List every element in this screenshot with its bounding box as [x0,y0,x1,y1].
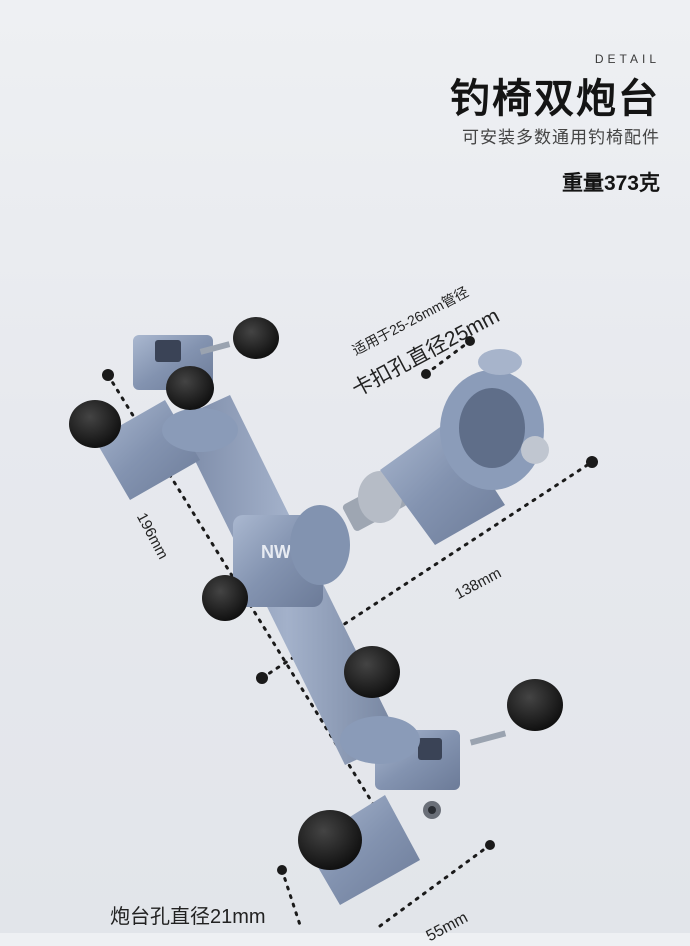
knob-icon [507,679,563,731]
svg-text:NW: NW [261,542,291,562]
pipe-clamp [342,349,549,545]
knob-icon [344,646,400,698]
mount-hole-label: 炮台孔直径21mm [110,906,266,928]
knob-icon [233,317,279,359]
top-mount [95,335,238,500]
knob-icon [69,400,121,448]
detail-label: DETAIL [594,52,660,66]
knob-icon [298,810,362,870]
knob-icon [202,575,248,621]
knob-icon [166,366,214,410]
weight-label: 重量373克 [561,172,660,195]
center-hub: NW [233,505,350,607]
subtitle: 可安装多数通用钓椅配件 [462,128,660,147]
page-title: 钓椅双炮台 [450,77,660,121]
bottom-mount [305,716,507,905]
knobs [69,317,563,870]
